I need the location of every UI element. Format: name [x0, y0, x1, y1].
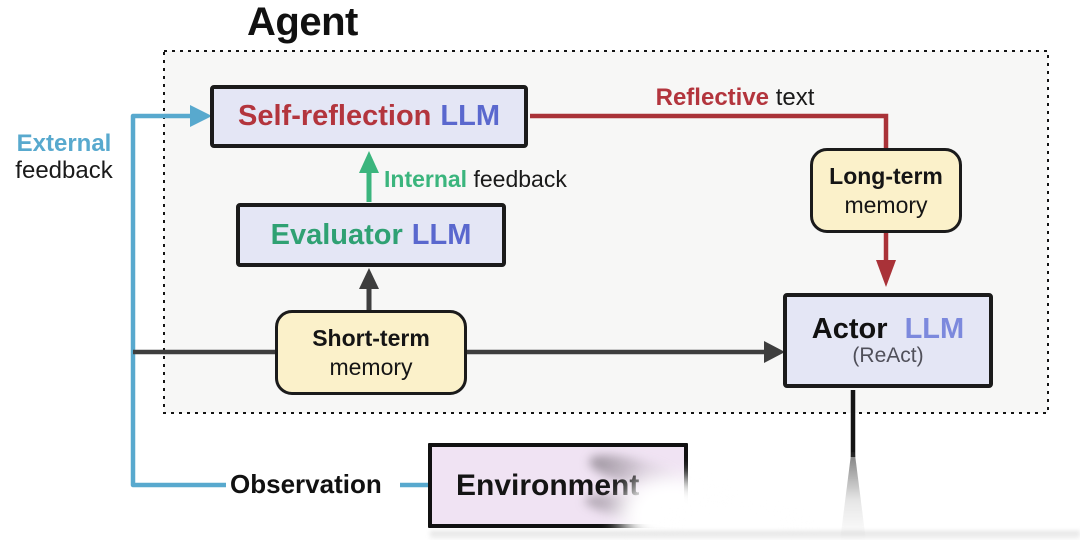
short-term-memory-box: Short-term memory	[275, 310, 467, 395]
internal-feedback-rest: feedback	[473, 166, 567, 192]
shortterm-to-evaluator-arrowhead	[359, 268, 379, 289]
evaluator-label: Evaluator	[270, 218, 403, 251]
agent-title: Agent	[247, 0, 358, 44]
external-feedback-label: External feedback	[0, 130, 128, 184]
actor-title-row: Actor LLM	[812, 314, 964, 344]
external-feedback-rest: feedback	[15, 157, 113, 185]
self-reflection-label: Self-reflection	[238, 100, 432, 132]
reflective-text-arrowhead	[876, 260, 896, 287]
self-reflection-llm-box: Self-reflection LLM	[210, 85, 528, 148]
evaluator-llm-suffix: LLM	[411, 218, 472, 251]
environment-label: Environment	[456, 468, 640, 502]
long-term-memory-box: Long-term memory	[810, 148, 962, 233]
actor-react-subtitle: (ReAct)	[852, 343, 924, 367]
internal-feedback-emphasis: Internal	[384, 166, 468, 192]
external-feedback-line	[130, 113, 226, 488]
actor-label: Actor	[811, 313, 888, 346]
long-term-memory-line1: Long-term	[829, 162, 943, 189]
reflective-text-emphasis: Reflective	[655, 84, 770, 111]
observation-label: Observation	[230, 469, 382, 499]
evaluator-llm-box: Evaluator LLM	[236, 203, 506, 267]
reflective-text-label: Reflective text	[600, 84, 870, 112]
trajectory-arrowhead	[764, 341, 785, 363]
long-term-memory-line2: memory	[844, 191, 928, 218]
self-reflection-llm-suffix: LLM	[440, 100, 500, 132]
actor-llm-suffix: LLM	[904, 313, 965, 346]
internal-feedback-arrowhead	[359, 151, 379, 173]
internal-feedback-label: Internal feedback	[384, 166, 567, 193]
actor-llm-box: Actor LLM (ReAct)	[783, 293, 993, 388]
environment-box: Environment	[428, 443, 688, 528]
reflective-text-rest: text	[775, 84, 815, 111]
short-term-memory-line2: memory	[329, 353, 413, 380]
external-feedback-emphasis: External	[16, 130, 112, 157]
external-feedback-arrowhead	[190, 105, 212, 127]
short-term-memory-line1: Short-term	[312, 324, 430, 351]
